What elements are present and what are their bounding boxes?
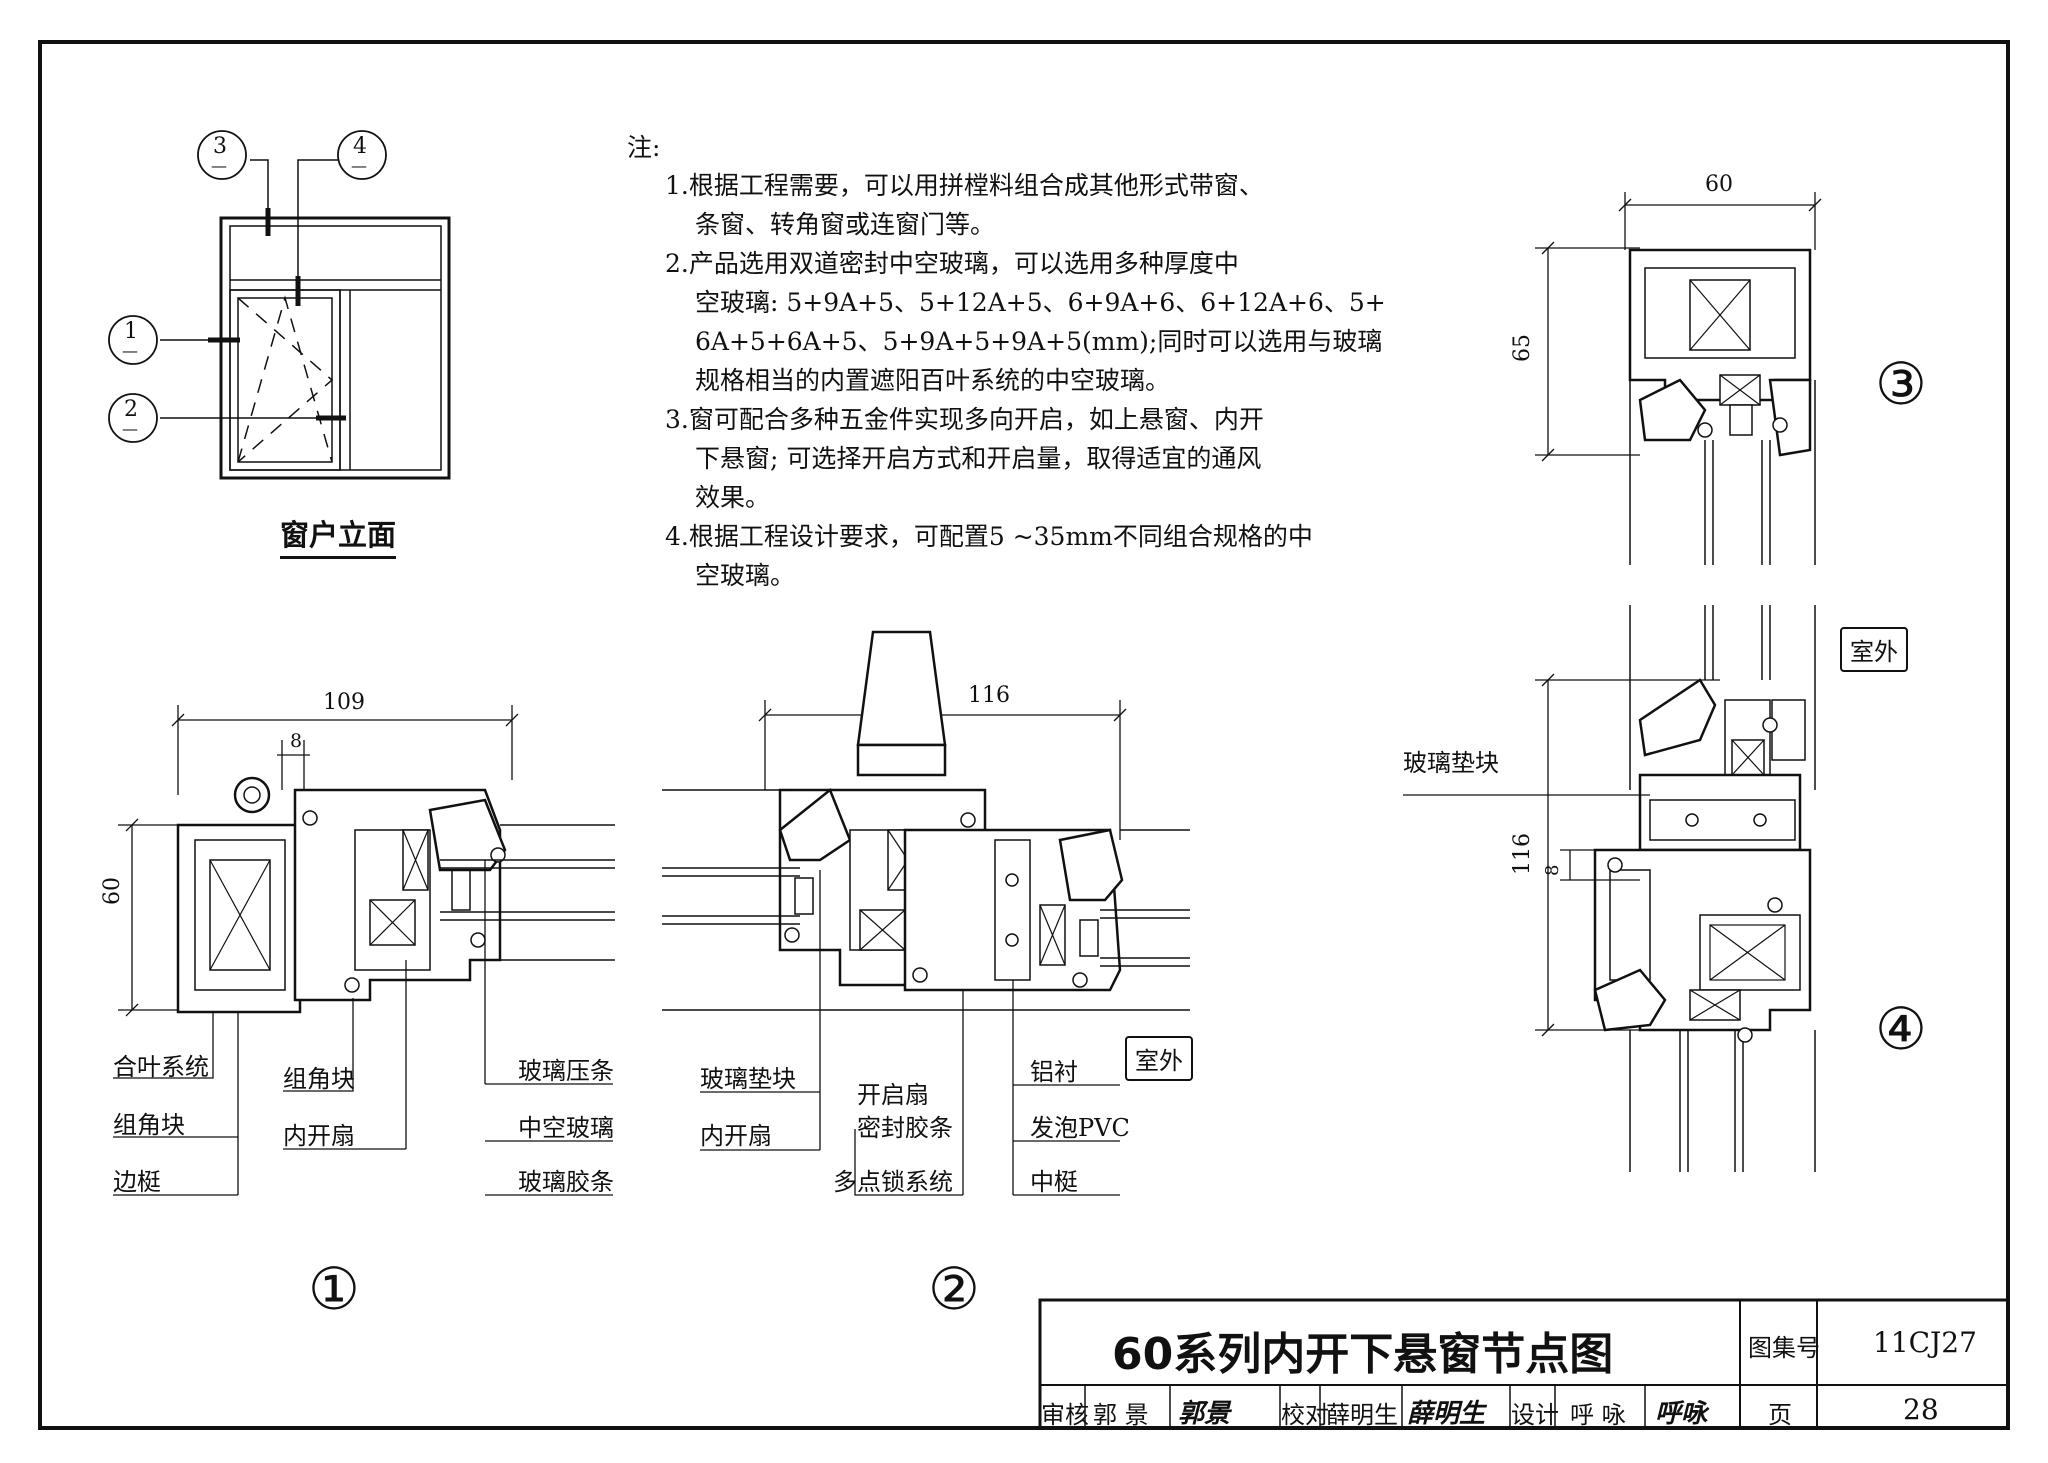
label-glass-gasket: 玻璃胶条 — [518, 1168, 614, 1196]
note-line: 3.窗可配合多种五金件实现多向开启，如上悬窗、内开 — [665, 405, 1264, 434]
section-4-height-dim: 116 — [1510, 833, 1535, 875]
label-glass-setting-block: 玻璃垫块 — [1403, 749, 1499, 777]
section-2-glazing — [662, 789, 1190, 1011]
label-side-stile: 边梃 — [113, 1168, 161, 1196]
label-glass-setting-block: 玻璃垫块 — [700, 1065, 796, 1093]
label-hinge-system: 合叶系统 — [113, 1053, 209, 1081]
note-line: 规格相当的内置遮阳百叶系统的中空玻璃。 — [695, 366, 1171, 395]
section-4-dimensions — [1403, 673, 1720, 1037]
label-foamed-pvc: 发泡PVC — [1030, 1114, 1130, 1142]
label-inward-sash: 内开扇 — [700, 1122, 772, 1150]
section-2-marker: ② — [928, 1255, 980, 1323]
section-1-height-dim: 60 — [100, 877, 125, 905]
section-1-glazing — [440, 824, 615, 961]
note-line: 下悬窗; 可选择开启方式和开启量，取得适宜的通风 — [695, 444, 1262, 473]
reviewer-name: 郭 景 — [1093, 1401, 1149, 1429]
elevation-callout-circles — [108, 130, 387, 443]
section-3-height-dim: 65 — [1510, 334, 1535, 362]
section-4-glazing — [1629, 605, 1816, 1172]
note-line: 6A+5+6A+5、5+9A+5+9A+5(mm);同时可以选用与玻璃 — [695, 327, 1383, 356]
designer-name: 呼 咏 — [1570, 1401, 1626, 1429]
callout-number: 4 — [353, 134, 367, 159]
label-glazing-bead: 玻璃压条 — [518, 1057, 614, 1085]
callout-number: 2 — [124, 397, 138, 422]
section-3-glazing — [1629, 380, 1816, 565]
label-sealing-strip: 密封胶条 — [857, 1114, 953, 1142]
notes-heading: 注: — [627, 133, 661, 162]
callout-number: 1 — [124, 319, 138, 344]
section-3-dimensions — [1535, 192, 1822, 462]
elevation-title: 窗户立面 — [280, 512, 397, 559]
outdoor-tag: 室外 — [1840, 627, 1908, 672]
section-1-leaders — [113, 860, 613, 1196]
note-line: 空玻璃: 5+9A+5、5+12A+5、6+9A+6、6+12A+6、5+ — [695, 288, 1386, 317]
design-label: 设计 — [1511, 1401, 1559, 1429]
notes-list: 1.根据工程需要，可以用拼樘料组合成其他形式带窗、 条窗、转角窗或连窗门等。 2… — [665, 166, 1386, 595]
callout-sub: — — [122, 341, 138, 360]
reviewer-signature: 郭景 — [1178, 1399, 1231, 1429]
sheet-border — [38, 40, 2010, 1430]
page-label: 页 — [1768, 1401, 1792, 1429]
section-4-profile — [1593, 678, 1812, 1043]
label-multipoint-lock: 多点锁系统 — [833, 1168, 953, 1196]
callout-sub: — — [122, 419, 138, 438]
section-2-leaders — [700, 870, 1120, 1196]
section-1-dimensions — [118, 705, 519, 1017]
note-line: 2.产品选用双道密封中空玻璃，可以选用多种厚度中 — [665, 249, 1239, 278]
review-label: 审核 — [1041, 1401, 1089, 1429]
section-2-handle — [856, 630, 947, 777]
drawing-title: 60系列内开下悬窗节点图 — [1112, 1329, 1614, 1380]
label-corner-block: 组角块 — [283, 1065, 355, 1093]
outdoor-tag: 室外 — [1125, 1036, 1193, 1081]
note-line: 条窗、转角窗或连窗门等。 — [695, 210, 996, 239]
window-elevation — [160, 159, 451, 480]
checker-name: 薛明生 — [1326, 1401, 1398, 1429]
label-mullion: 中梃 — [1030, 1168, 1078, 1196]
callout-sub: — — [351, 156, 367, 175]
callout-sub: — — [211, 156, 227, 175]
section-1-marker: ① — [308, 1255, 360, 1323]
section-2-profile — [778, 787, 1124, 992]
label-opening-sash: 开启扇 — [857, 1081, 929, 1109]
callout-number: 3 — [213, 134, 227, 159]
section-1-width-dim: 109 — [323, 690, 365, 715]
section-1-profile — [176, 776, 507, 1014]
section-4-small-dim: 8 — [1542, 864, 1563, 876]
section-3-width-dim: 60 — [1705, 172, 1733, 197]
title-block — [1038, 1298, 2010, 1430]
section-1-small-dim: 8 — [290, 730, 303, 752]
section-3-marker: ③ — [1875, 350, 1927, 418]
atlas-number: 11CJ27 — [1873, 1326, 1977, 1359]
note-line: 空玻璃。 — [695, 561, 796, 590]
note-line: 1.根据工程需要，可以用拼樘料组合成其他形式带窗、 — [665, 171, 1264, 200]
atlas-number-label: 图集号 — [1748, 1334, 1820, 1362]
section-2-width-dim: 116 — [968, 683, 1010, 708]
check-label: 校对 — [1281, 1401, 1329, 1429]
designer-signature: 呼咏 — [1655, 1399, 1708, 1429]
note-line: 4.根据工程设计要求，可配置5 ~35mm不同组合规格的中 — [665, 522, 1313, 551]
label-insulated-glass: 中空玻璃 — [518, 1114, 614, 1142]
label-inward-sash: 内开扇 — [283, 1122, 355, 1150]
note-line: 效果。 — [695, 483, 771, 512]
section-4-marker: ④ — [1875, 995, 1927, 1063]
checker-signature: 薛明生 — [1407, 1399, 1486, 1429]
page-number: 28 — [1903, 1393, 1939, 1426]
label-corner-block: 组角块 — [113, 1111, 185, 1139]
label-aluminum-liner: 铝衬 — [1030, 1058, 1078, 1086]
section-2-dimensions — [758, 700, 1127, 840]
section-3-profile — [1628, 248, 1812, 457]
